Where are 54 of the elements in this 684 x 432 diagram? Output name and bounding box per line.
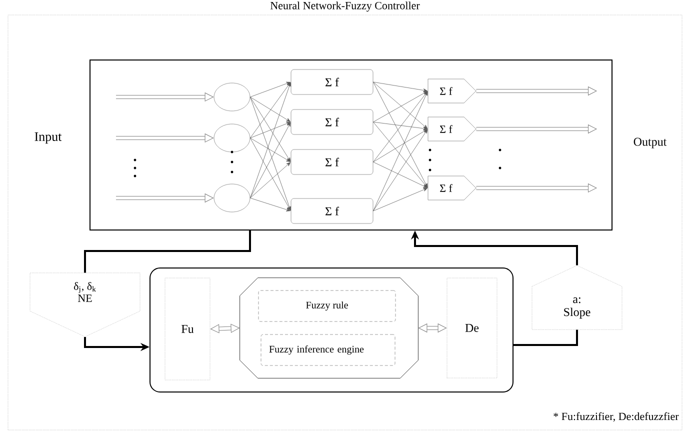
node-label: Neural Network-Fuzzy Controller [270,2,420,12]
arrow [210,324,240,334]
neuron-box: Σ f [290,109,374,135]
text-label: Input [34,132,62,144]
arrow [373,91,428,122]
output-neuron: Σ f [428,176,476,200]
arrow [476,124,597,134]
arrow [250,198,290,212]
arrow [476,86,597,96]
neuron-circle [214,184,250,212]
arrow [418,324,446,332]
arrow [373,122,428,188]
arrow [250,96,291,211]
arrow [373,82,428,188]
pentagon-label: a: Slope [532,265,622,330]
arrow [250,82,291,138]
arrow [373,129,428,212]
neuron-box: Σ f [290,149,374,175]
arrow [116,134,214,142]
arrow [116,194,214,202]
fuzzifier-box: Fu [164,278,210,380]
engine-box: Fuzzy inference engine [260,334,396,366]
text-label: Output [634,138,667,148]
neuron-circle [214,82,250,112]
arrow [250,82,292,198]
pentagon-label: δ$_{j}$, δ$_{k}$ NE [30,272,140,337]
arrow [373,129,428,162]
text-label: * Fu:fuzzifier, De:defuzzfier [554,412,679,422]
output-neuron: Σ f [428,78,476,104]
fuzzy-system-box [150,268,514,392]
arrow [250,96,291,162]
arrow [373,162,428,188]
arrow [373,91,428,212]
neuron-box: Σ f [290,69,374,95]
arrow [250,82,290,98]
neuron-circle [214,124,250,152]
arrow [476,184,597,192]
arrow [250,122,290,138]
output-neuron: Σ f [428,116,476,142]
arrow [373,122,428,130]
arrow [250,138,291,211]
arrow [250,96,291,122]
arrow [250,122,291,198]
arrow [250,138,291,162]
arrow [373,188,428,212]
defuzzifier-box: De [446,278,498,378]
arrow [373,82,428,129]
arrow [116,92,214,102]
network-box [90,60,612,230]
arrow [250,162,291,198]
arrow [373,91,428,162]
neuron-box: Σ f [290,198,374,224]
inference-octagon [240,278,418,378]
arrow [373,82,428,92]
